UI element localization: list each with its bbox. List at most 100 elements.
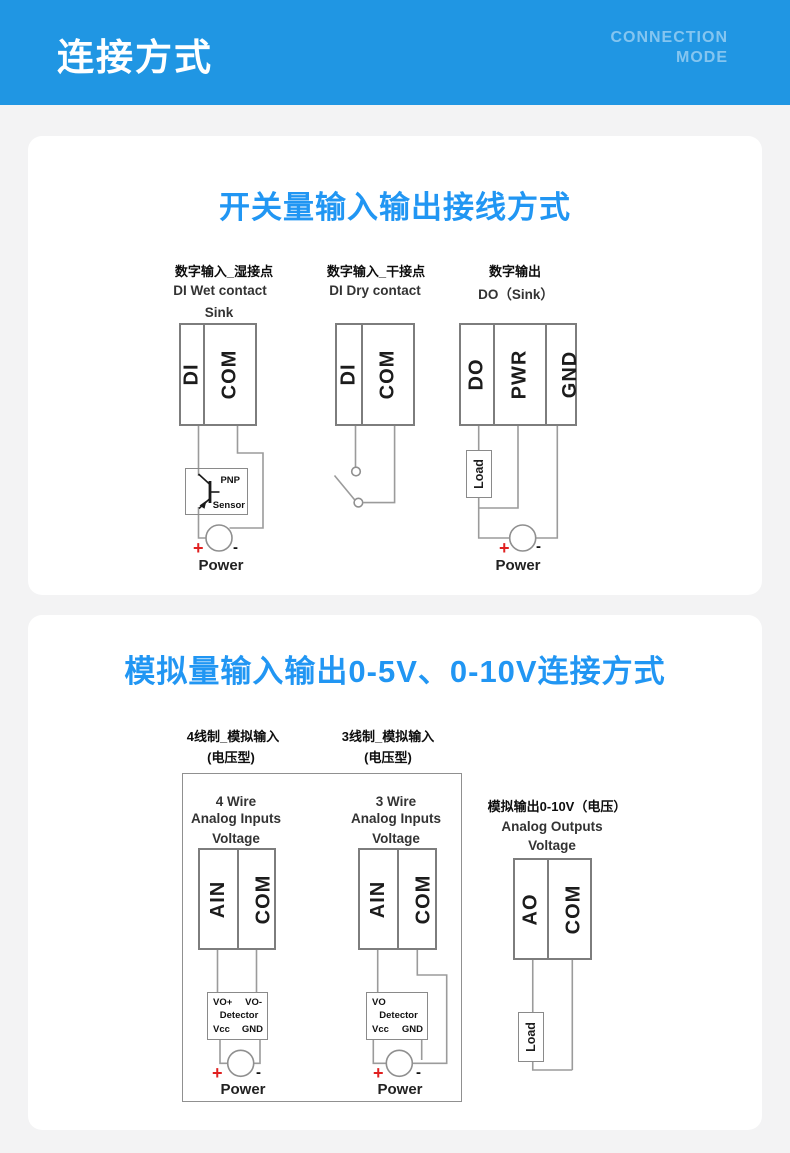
do-power-circle	[508, 524, 537, 552]
ai4-detector-box: VO+ VO- Detector Vcc GND	[207, 992, 268, 1040]
wet-power-plus: +	[193, 538, 204, 558]
ai4-terminal-ain: AIN	[200, 850, 237, 948]
ao-terminal-block: AO COM	[513, 858, 592, 960]
ai3-power-label: Power	[377, 1081, 423, 1098]
wet-power-label: Power	[198, 557, 244, 574]
wet-power-minus: -	[233, 539, 238, 556]
dry-terminal-com-label: COM	[376, 349, 399, 400]
ai4-det-vcc: Vcc	[213, 1024, 230, 1035]
ao-terminal-ao-label: AO	[519, 893, 542, 925]
do-power-label: Power	[495, 557, 541, 574]
do-terminal-do: DO	[461, 325, 493, 424]
wet-power-circle	[205, 524, 233, 552]
switch-lever	[333, 474, 356, 501]
pnp-label: PNP	[220, 475, 240, 486]
do-power-plus: +	[499, 538, 510, 558]
digital-io-card: 开关量输入输出接线方式 数字输入_湿接点 DI Wet contact Sink…	[28, 136, 762, 595]
analog-io-card: 模拟量输入输出0-5V、0-10V连接方式 4线制_模拟输入 (电压型) 3线制…	[28, 615, 762, 1130]
ai3-en-line2: Analog Inputs	[351, 811, 441, 826]
dry-label-cn: 数字输入_干接点	[326, 264, 426, 279]
banner-subtitle-line2: MODE	[676, 49, 728, 66]
ai4-power-minus: -	[256, 1064, 261, 1081]
dry-com-wire	[362, 426, 396, 504]
pnp-sensor-box: PNP Sensor	[185, 468, 248, 515]
ai4-terminal-ain-label: AIN	[207, 880, 230, 918]
do-terminal-pwr: PWR	[493, 325, 545, 424]
ao-terminal-com: COM	[547, 860, 599, 958]
ao-en-line2: Voltage	[528, 838, 576, 853]
ai4-det-vo-plus: VO+	[213, 997, 233, 1008]
wet-terminal-di: DI	[181, 325, 203, 424]
do-label-cn: 数字输出	[488, 264, 542, 279]
section-banner: 连接方式 CONNECTION MODE	[0, 0, 790, 105]
do-load-box: Load	[466, 450, 492, 498]
switch-upper-contact	[350, 466, 362, 477]
ai4-det-gnd: GND	[241, 1024, 263, 1035]
ai3-terminal-block: AIN COM	[358, 848, 437, 950]
ai3-det-gnd: GND	[401, 1024, 423, 1035]
wet-terminal-di-label: DI	[180, 363, 203, 386]
ai3-power-minus: -	[416, 1064, 421, 1081]
ao-en-line1: Analog Outputs	[501, 819, 603, 834]
do-terminal-block: DO PWR GND	[459, 323, 581, 426]
ao-terminal-com-label: COM	[562, 884, 585, 934]
banner-subtitle-line1: CONNECTION	[610, 29, 728, 46]
digital-io-title: 开关量输入输出接线方式	[219, 190, 571, 225]
dry-terminal-di-label: DI	[337, 363, 360, 386]
ai3-terminal-ain: AIN	[360, 850, 397, 948]
do-terminal-gnd-label: GND	[558, 350, 581, 399]
ai3-terminal-ain-label: AIN	[367, 880, 390, 918]
ai3-power-plus: +	[373, 1063, 384, 1083]
ai4-terminal-block: AIN COM	[198, 848, 276, 950]
wet-terminal-block: DI COM	[179, 323, 257, 426]
ai4-det-vo-minus: VO-	[245, 997, 262, 1008]
wet-label-en: DI Wet contact	[173, 283, 267, 298]
ai4-en-line2: Analog Inputs	[191, 811, 281, 826]
ao-load-label: Load	[524, 1022, 539, 1052]
wet-terminal-com: COM	[203, 325, 255, 424]
ai3-detector-box: VO Detector Vcc GND	[366, 992, 428, 1040]
sensor-label: Sensor	[212, 500, 245, 511]
ai3-label-cn2: (电压型)	[364, 750, 412, 765]
banner-subtitle: CONNECTION MODE	[610, 28, 728, 68]
ai3-det-vo: VO	[372, 997, 386, 1008]
ai4-terminal-com: COM	[237, 850, 289, 948]
wet-terminal-com-label: COM	[218, 349, 241, 400]
dry-terminal-block: DI COM	[335, 323, 415, 426]
ai4-power-label: Power	[220, 1081, 266, 1098]
ao-terminal-ao: AO	[515, 860, 547, 958]
dry-label-en: DI Dry contact	[329, 283, 421, 298]
ao-load-return-wire	[531, 1062, 573, 1071]
wet-label-sink: Sink	[204, 305, 234, 320]
ao-label-cn: 模拟输出0-10V（电压）	[487, 799, 627, 814]
ai4-label-cn: 4线制_模拟输入	[186, 729, 280, 744]
analog-io-title: 模拟量输入输出0-5V、0-10V连接方式	[124, 654, 666, 689]
ao-load-box: Load	[518, 1012, 544, 1062]
ai4-terminal-com-label: COM	[252, 874, 275, 924]
ai3-terminal-com: COM	[397, 850, 449, 948]
ai4-en-line1: 4 Wire	[215, 794, 257, 809]
dry-terminal-com: COM	[361, 325, 413, 424]
do-terminal-do-label: DO	[465, 358, 488, 391]
switch-lower-contact	[353, 497, 364, 508]
ai3-label-cn: 3线制_模拟输入	[341, 729, 435, 744]
do-label-en: DO（Sink）	[478, 287, 554, 302]
wet-label-cn: 数字输入_湿接点	[174, 264, 274, 279]
ai4-en-line3: Voltage	[212, 831, 260, 846]
gnd-wire	[535, 426, 559, 539]
do-power-minus: -	[536, 538, 541, 555]
ai3-en-line3: Voltage	[372, 831, 420, 846]
do-terminal-pwr-label: PWR	[508, 349, 531, 400]
dry-terminal-di: DI	[337, 325, 361, 424]
ai3-terminal-com-label: COM	[412, 874, 435, 924]
analog-inputs-group-box	[182, 773, 462, 1102]
ai4-power-plus: +	[212, 1063, 223, 1083]
ai4-det-name: Detector	[219, 1010, 259, 1021]
do-load-label: Load	[472, 459, 487, 489]
ai3-en-line1: 3 Wire	[375, 794, 417, 809]
ai3-det-vcc: Vcc	[372, 1024, 389, 1035]
load-return-wire	[477, 498, 510, 539]
ai3-det-name: Detector	[379, 1010, 418, 1021]
ai4-label-cn2: (电压型)	[207, 750, 255, 765]
do-terminal-gnd: GND	[544, 325, 594, 424]
